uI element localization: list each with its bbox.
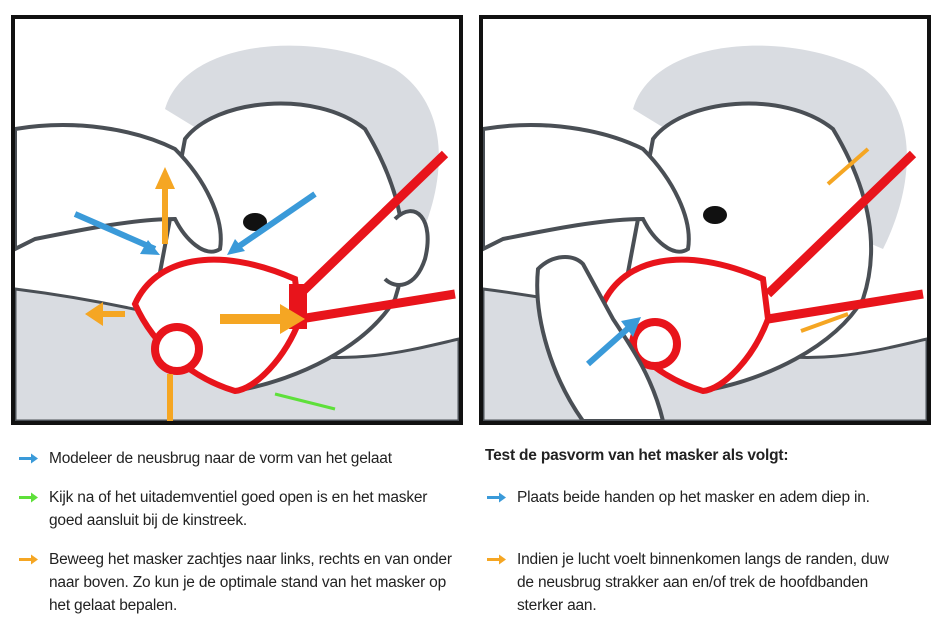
orange-arrow-icon [487, 554, 506, 565]
instruction-left-2: Kijk na of het uitademventiel goed open … [19, 486, 449, 532]
orange-arrow-icon [19, 554, 38, 565]
blue-arrow-icon [487, 492, 506, 503]
instruction-left-1: Modeleer de neusbrug naar de vorm van he… [19, 447, 469, 470]
green-arrow-icon [19, 492, 38, 503]
instruction-text: Plaats beide handen op het masker en ade… [517, 489, 870, 506]
mask-fitting-illustration [15, 45, 459, 421]
instruction-left-3: Beweeg het masker zachtjes naar links, r… [19, 548, 454, 617]
fit-test-heading: Test de pasvorm van het masker als volgt… [485, 447, 789, 464]
instruction-text: Beweeg het masker zachtjes naar links, r… [49, 551, 452, 614]
instruction-right-1: Plaats beide handen op het masker en ade… [487, 486, 887, 509]
instruction-text: Kijk na of het uitademventiel goed open … [49, 489, 428, 529]
instruction-text: Indien je lucht voelt binnenkomen langs … [517, 551, 889, 614]
fit-test-illustration [483, 45, 927, 421]
illustration-fit-test [479, 15, 931, 425]
blue-arrow-icon [19, 453, 38, 464]
illustration-mould-nosebridge [11, 15, 463, 425]
instruction-text: Modeleer de neusbrug naar de vorm van he… [49, 450, 392, 467]
instruction-right-2: Indien je lucht voelt binnenkomen langs … [487, 548, 892, 617]
